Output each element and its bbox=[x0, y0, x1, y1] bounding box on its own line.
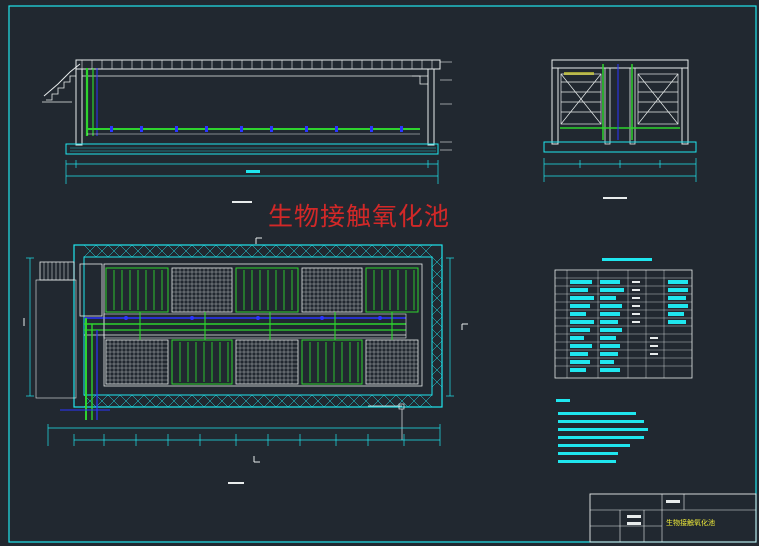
drawing-frame bbox=[8, 5, 757, 543]
plan-outer-wall bbox=[73, 244, 443, 408]
section-2-caption bbox=[603, 197, 627, 199]
section-view-2-2 bbox=[543, 59, 697, 199]
base-slab bbox=[65, 143, 439, 155]
notes-block bbox=[556, 399, 648, 463]
tank-left-wall bbox=[75, 68, 83, 146]
stair-steps bbox=[46, 70, 77, 101]
equipment-table bbox=[554, 258, 693, 379]
section-view-1-1 bbox=[42, 59, 452, 203]
title-block bbox=[589, 493, 757, 543]
plan-air-pipes bbox=[60, 312, 407, 420]
media-row-bottom bbox=[105, 339, 419, 385]
media-row-top bbox=[105, 267, 419, 313]
stair-railing bbox=[43, 63, 81, 97]
section-caption bbox=[232, 201, 252, 203]
drawing-title: 生物接触氧化池 bbox=[268, 202, 451, 231]
plan-caption bbox=[228, 482, 244, 484]
tank-right-wall bbox=[427, 68, 435, 146]
plan-view bbox=[23, 237, 468, 484]
top-walkway bbox=[75, 59, 441, 70]
title-block-name: 生物接触氧化池 bbox=[666, 519, 715, 527]
